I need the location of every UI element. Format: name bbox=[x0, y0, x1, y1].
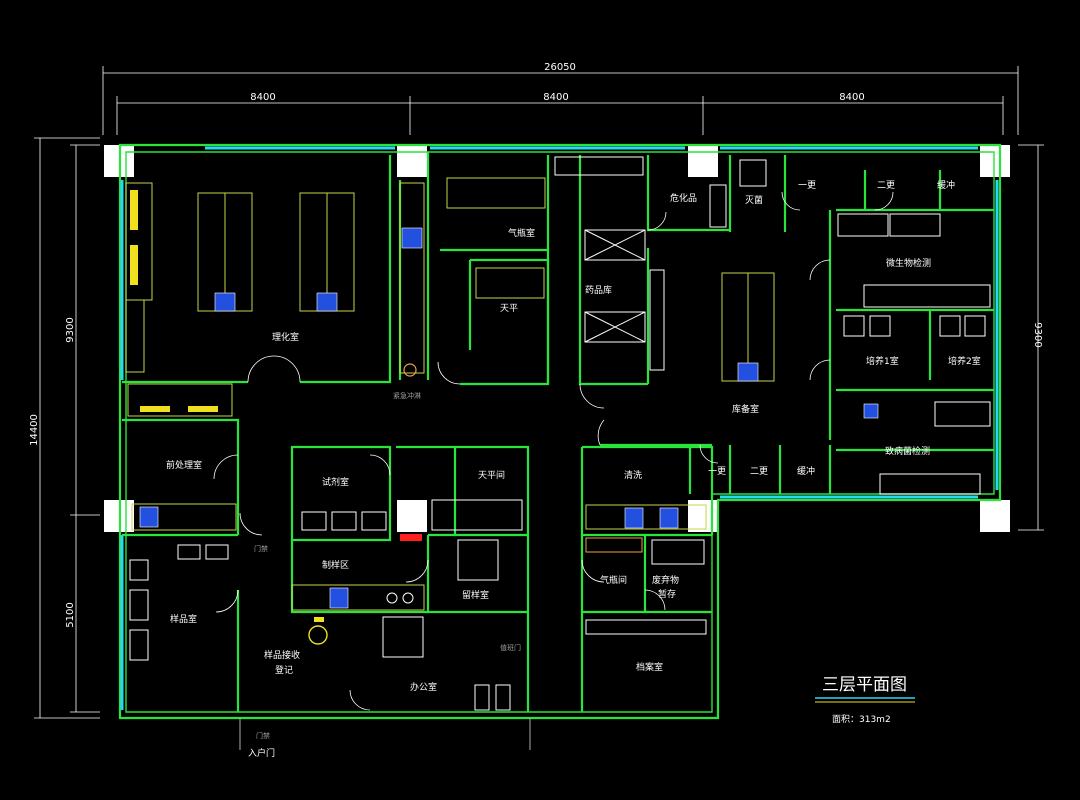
red-marker bbox=[400, 534, 422, 541]
dim-total-height: 14400 bbox=[29, 414, 40, 446]
label-sample-receive-1: 样品接收 bbox=[264, 649, 300, 661]
label-standby-room: 库备室 bbox=[732, 403, 759, 415]
dimension-lines bbox=[34, 66, 1044, 719]
label-retained-sample: 留样室 bbox=[462, 589, 489, 601]
label-emergency-shower: 紧急冲淋 bbox=[393, 391, 421, 400]
label-balance-room: 天平间 bbox=[478, 469, 505, 481]
label-physchem: 理化室 bbox=[272, 331, 299, 343]
label-pretreatment: 前处理室 bbox=[166, 459, 202, 471]
label-balance: 天平 bbox=[500, 303, 518, 314]
lab-benches bbox=[125, 156, 991, 711]
label-culture-1: 培养1室 bbox=[866, 355, 899, 367]
label-buffer-top: 缓冲 bbox=[937, 179, 955, 191]
label-culture-2: 培养2室 bbox=[948, 355, 981, 367]
label-first-change: 一更 bbox=[798, 180, 816, 191]
label-gas-cylinder-2: 气瓶间 bbox=[600, 574, 627, 586]
label-door-2: 门禁 bbox=[256, 731, 270, 740]
label-change-b1: 一更 bbox=[708, 466, 726, 477]
label-reagent-store: 药品库 bbox=[585, 284, 612, 296]
structural-columns bbox=[104, 145, 1010, 532]
doors bbox=[213, 191, 894, 711]
area-label: 面积：313m2 bbox=[832, 713, 891, 725]
dim-left-lower: 5100 bbox=[65, 602, 76, 627]
label-waste-1: 废弃物 bbox=[652, 574, 679, 586]
drawing-title: 三层平面图 bbox=[822, 675, 907, 695]
label-sample-prep: 制样区 bbox=[322, 559, 349, 571]
label-entrance: 入户门 bbox=[248, 747, 275, 759]
label-corridor-note: 值班门 bbox=[500, 643, 521, 652]
label-microbe-test: 微生物检测 bbox=[886, 257, 931, 269]
dim-bay-3: 8400 bbox=[839, 92, 864, 103]
label-fire: 灭菌 bbox=[745, 194, 763, 206]
label-sample-receive-2: 登记 bbox=[275, 665, 293, 676]
dim-total-width: 26050 bbox=[544, 62, 576, 73]
dim-bay-1: 8400 bbox=[250, 92, 275, 103]
label-archive: 档案室 bbox=[636, 661, 663, 673]
dim-bay-2: 8400 bbox=[543, 92, 568, 103]
dim-right-height: 9300 bbox=[1032, 322, 1043, 347]
dim-left-upper: 9300 bbox=[65, 317, 76, 342]
label-office: 办公室 bbox=[410, 681, 437, 693]
label-waste-2: 暂存 bbox=[658, 588, 676, 600]
label-hazardous: 危化品 bbox=[670, 192, 697, 204]
label-gas-cylinder: 气瓶室 bbox=[508, 227, 535, 239]
label-second-change: 二更 bbox=[877, 180, 895, 191]
label-sample-room: 样品室 bbox=[170, 613, 197, 625]
label-reagent-room: 试剂室 bbox=[322, 476, 349, 488]
room-labels: 理化室 气瓶室 天平 药品库 危化品 灭菌 一更 二更 缓冲 微生物检测 培养1… bbox=[166, 179, 981, 759]
label-door-1: 门禁 bbox=[254, 544, 268, 553]
label-pathogen-test: 致病菌检测 bbox=[885, 445, 930, 457]
label-clean: 清洗 bbox=[624, 469, 642, 481]
label-buffer-bottom: 缓冲 bbox=[797, 465, 815, 477]
label-change-b2: 二更 bbox=[750, 466, 768, 477]
windows bbox=[120, 146, 999, 710]
